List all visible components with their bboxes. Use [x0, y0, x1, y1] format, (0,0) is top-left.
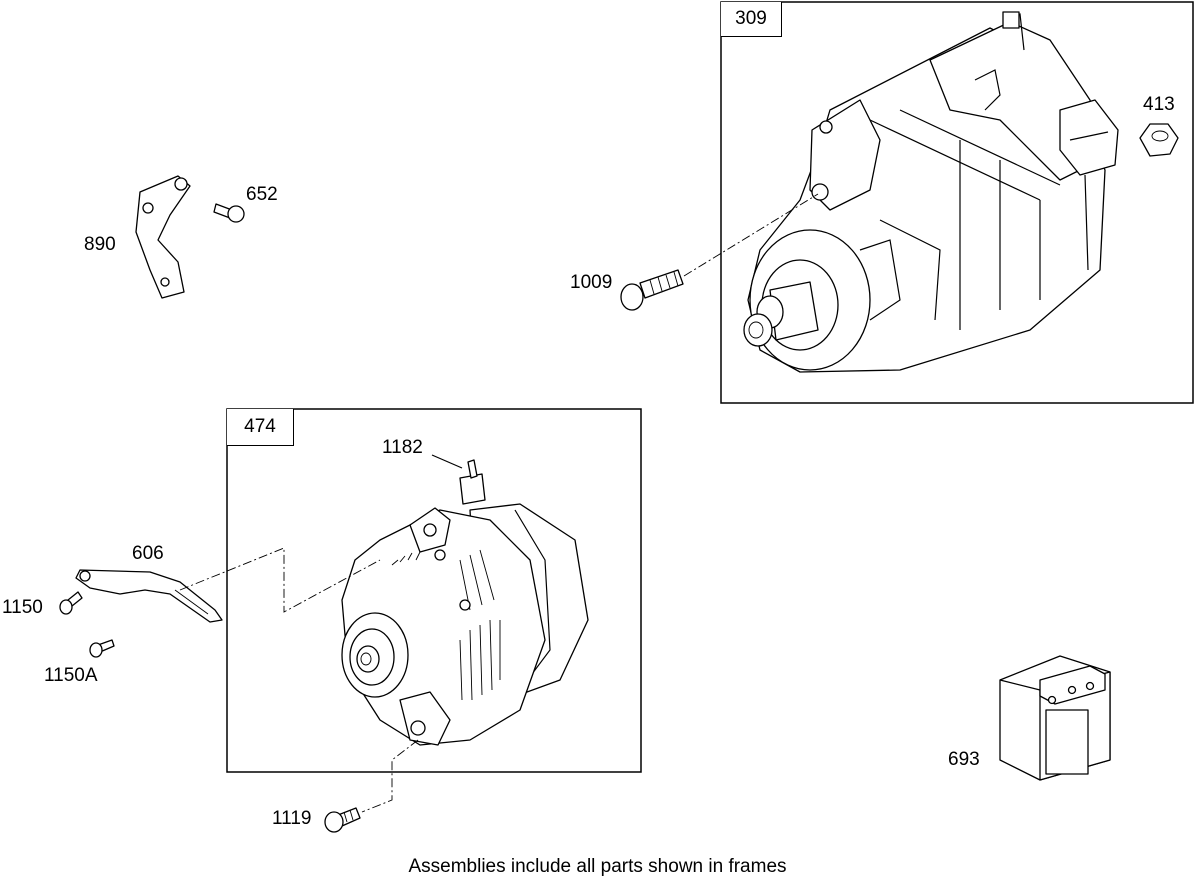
- callout-1150a: 1150A: [44, 665, 98, 686]
- alternator-frame-label: 474: [227, 409, 294, 446]
- leader-606: [179, 547, 381, 613]
- module-693: [999, 655, 1111, 781]
- footer-note: Assemblies include all parts shown in fr…: [408, 856, 787, 877]
- callout-1182: 1182: [382, 437, 423, 458]
- bracket-890: [135, 175, 191, 299]
- callout-1150: 1150: [2, 597, 43, 618]
- leader-1182: [431, 454, 463, 469]
- bolt-1150a: [89, 639, 115, 658]
- callout-1119: 1119: [272, 808, 312, 829]
- starter-frame: [720, 1, 1194, 404]
- alternator-frame: [226, 408, 642, 773]
- bolt-1009: [620, 269, 684, 311]
- leader-1119: [361, 739, 419, 813]
- callout-413: 413: [1143, 94, 1175, 115]
- callout-652: 652: [246, 184, 278, 205]
- nut-413: [1139, 123, 1179, 157]
- alternator: [341, 459, 589, 746]
- bolt-1119: [324, 807, 361, 833]
- bolt-1150: [59, 591, 83, 615]
- callout-606: 606: [132, 543, 164, 564]
- callout-890: 890: [84, 234, 116, 255]
- callout-693: 693: [948, 749, 980, 770]
- bracket-606: [75, 569, 223, 623]
- bolt-652: [213, 203, 245, 223]
- starter-frame-label: 309: [721, 2, 782, 37]
- callout-1009: 1009: [570, 272, 613, 293]
- starter-motor: [743, 11, 1119, 373]
